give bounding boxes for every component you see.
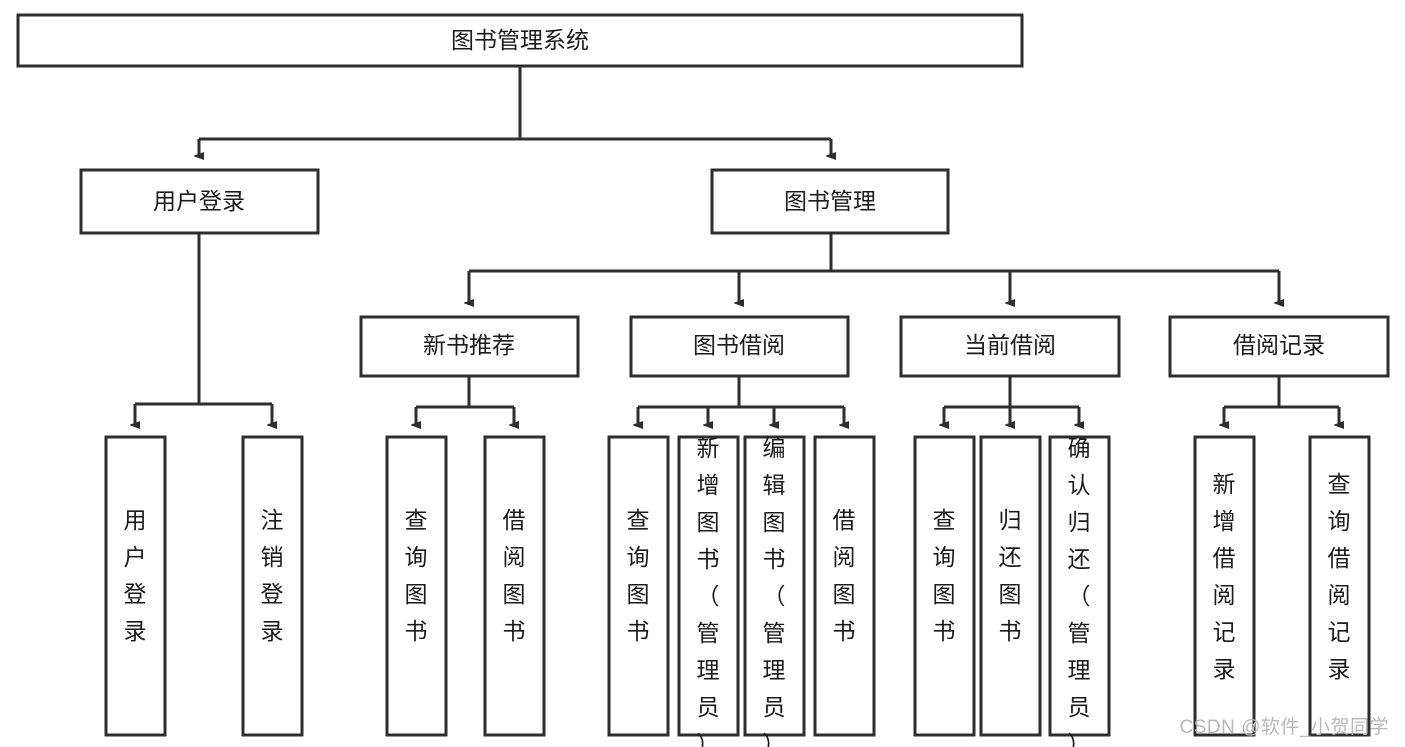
connector-book-mgmt-to-level3 <box>469 233 1279 303</box>
node-root[interactable]: 图书管理系统 <box>16 13 1024 68</box>
connector-current-borrow-to-leaves <box>944 376 1079 425</box>
node-leaf-query-record[interactable]: 查询借阅记录 <box>1308 435 1371 737</box>
node-root-label: 图书管理系统 <box>451 27 589 53</box>
connector-new-book-to-leaves <box>416 376 514 425</box>
watermark-text: CSDN @软件_小贺同学 <box>1179 717 1389 738</box>
node-current-borrow[interactable]: 当前借阅 <box>899 315 1121 378</box>
node-leaf-borrow-book-1-label: 借阅图书 <box>503 507 526 644</box>
node-leaf-logout[interactable]: 注销登录 <box>241 435 304 737</box>
node-book-borrow-label: 图书借阅 <box>693 332 785 358</box>
node-leaf-confirm-return[interactable]: 确认归还（管理员） <box>1048 435 1111 747</box>
node-leaf-return-book-label: 归还图书 <box>999 507 1022 644</box>
node-new-book-recommend-label: 新书推荐 <box>423 332 515 358</box>
connector-borrow-to-leaves <box>638 376 844 425</box>
node-book-management-label: 图书管理 <box>784 188 876 214</box>
connector-user-login-to-leaves <box>135 233 272 425</box>
node-leaf-add-book-label: 新增图书（管理员） <box>697 435 720 747</box>
node-leaf-query-book-3[interactable]: 查询图书 <box>913 435 976 737</box>
node-leaf-edit-book-label: 编辑图书（管理员） <box>763 435 786 747</box>
node-leaf-query-book-1-label: 查询图书 <box>405 507 428 644</box>
node-leaf-add-record[interactable]: 新增借阅记录 <box>1193 435 1256 737</box>
node-leaf-confirm-return-label: 确认归还（管理员） <box>1068 435 1091 747</box>
node-leaf-logout-label: 注销登录 <box>261 507 284 644</box>
node-leaf-query-book-2[interactable]: 查询图书 <box>607 435 670 737</box>
node-leaf-borrow-book-2-label: 借阅图书 <box>833 507 856 644</box>
connector-root-to-level2 <box>199 66 831 156</box>
node-borrow-record[interactable]: 借阅记录 <box>1168 315 1390 378</box>
node-leaf-user-login-label: 用户登录 <box>124 507 147 644</box>
node-user-login-label: 用户登录 <box>153 188 245 214</box>
node-leaf-edit-book[interactable]: 编辑图书（管理员） <box>743 435 806 747</box>
node-leaf-add-book[interactable]: 新增图书（管理员） <box>677 435 740 747</box>
node-leaf-query-record-label: 查询借阅记录 <box>1328 471 1351 682</box>
node-leaf-return-book[interactable]: 归还图书 <box>979 435 1042 737</box>
node-leaf-query-book-3-label: 查询图书 <box>933 507 956 644</box>
node-leaf-borrow-book-1[interactable]: 借阅图书 <box>483 435 546 737</box>
node-leaf-add-record-label: 新增借阅记录 <box>1213 471 1236 682</box>
node-leaf-user-login[interactable]: 用户登录 <box>104 435 167 737</box>
node-user-login[interactable]: 用户登录 <box>79 168 320 235</box>
node-new-book-recommend[interactable]: 新书推荐 <box>359 315 580 378</box>
node-book-borrow[interactable]: 图书借阅 <box>629 315 850 378</box>
node-leaf-query-book-2-label: 查询图书 <box>627 507 650 644</box>
node-current-borrow-label: 当前借阅 <box>964 332 1056 358</box>
connector-record-to-leaves <box>1224 376 1339 425</box>
node-leaf-query-book-1[interactable]: 查询图书 <box>385 435 448 737</box>
node-borrow-record-label: 借阅记录 <box>1233 332 1325 358</box>
node-book-management[interactable]: 图书管理 <box>710 168 950 235</box>
node-leaf-borrow-book-2[interactable]: 借阅图书 <box>813 435 876 737</box>
